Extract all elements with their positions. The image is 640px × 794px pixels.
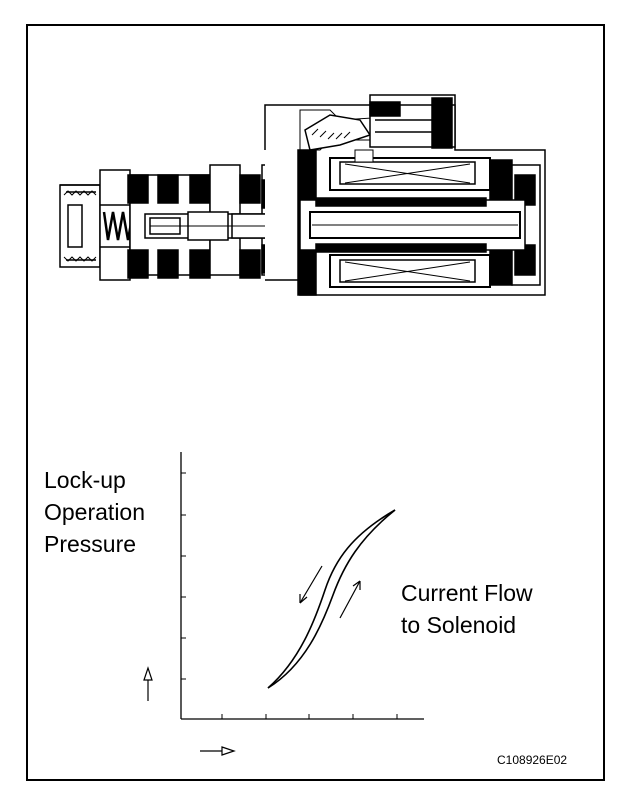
pressure-curve-decreasing: [267, 509, 396, 689]
solenoid-coil-lower: [329, 254, 491, 288]
current-arrow-icon: [200, 746, 236, 756]
y-axis-ticks: [181, 472, 186, 680]
x-axis-label-line: to Solenoid: [401, 612, 517, 638]
figure-code: C108926E02: [497, 753, 568, 767]
x-axis-label: Current Flow to Solenoid: [401, 577, 533, 641]
x-axis-label-line: Current Flow: [401, 580, 533, 606]
solenoid-coil-upper: [329, 157, 491, 191]
solenoid-valve-cross-section: [59, 94, 546, 296]
increase-arrow-icon: [143, 666, 153, 701]
y-axis-label-line: Lock-up: [44, 467, 126, 493]
y-axis-label-line: Operation: [44, 499, 146, 525]
figure-border: [26, 24, 605, 781]
x-axis-ticks: [221, 714, 398, 719]
characteristic-graph: [143, 452, 424, 756]
plunger-shaft: [299, 197, 526, 253]
y-axis-label: Lock-up Operation Pressure: [44, 464, 145, 560]
connector-terminal: [354, 149, 374, 163]
threaded-fitting: [59, 169, 131, 281]
y-axis-label-line: Pressure: [44, 531, 137, 557]
pressure-curve-increasing: [267, 509, 396, 689]
hysteresis-arrow-icons: [299, 565, 361, 619]
